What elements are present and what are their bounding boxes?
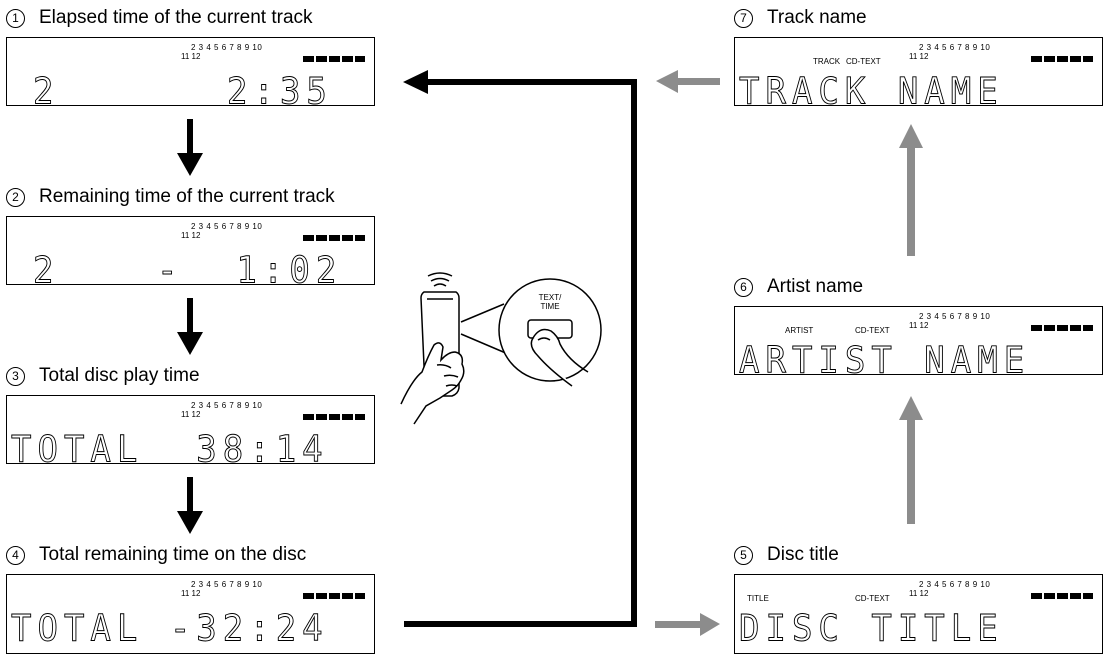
arrow-loop-back-to-1 [403,70,637,627]
lcd-indicator-label: ARTIST [785,326,814,335]
lcd-text: TOTAL 38:14 [11,427,329,472]
remote-control-illustration [400,272,602,425]
lcd-cdtext-label: CD-TEXT [855,594,890,603]
step-number: 2 [6,188,25,207]
level-bars [1031,325,1093,331]
arrow-up-5-to-6 [899,396,923,524]
arrow-down-3-to-4 [177,477,203,534]
lcd-text: TRACK NAME [739,69,1004,114]
arrow-4-to-5 [655,613,720,636]
step-number: 1 [6,9,25,28]
remote-button-label-line1: TEXT/ [539,293,562,302]
level-bars [303,235,365,241]
lcd-indicator-label: TITLE [747,594,769,603]
arrow-down-1-to-2 [177,119,203,176]
lcd-cdtext-label: CD-TEXT [855,326,890,335]
level-bars [1031,56,1093,62]
step-number: 7 [734,9,753,28]
lcd-track-number: 2 [33,248,60,293]
level-bars [303,56,365,62]
step-number: 4 [6,546,25,565]
step-number: 5 [734,546,753,565]
step-number: 3 [6,367,25,386]
lcd-time: - 1:02 [157,248,343,293]
level-bars [303,414,365,420]
level-bars [1031,593,1093,599]
remote-button-label-line2: TIME [540,302,559,311]
level-bars [303,593,365,599]
arrow-down-2-to-3 [177,298,203,355]
lcd-time: 2:35 [227,69,333,114]
lcd-text: TOTAL -32:24 [11,606,329,651]
lcd-indicator-label: TRACK [813,57,841,66]
lcd-text: ARTIST NAME [739,338,1031,383]
lcd-text: DISC TITLE [739,606,1004,651]
lcd-cdtext-label: CD-TEXT [846,57,881,66]
arrow-7-to-1 [656,70,720,93]
lcd-track-number: 2 [33,69,60,114]
arrow-up-6-to-7 [899,124,923,256]
step-number: 6 [734,278,753,297]
